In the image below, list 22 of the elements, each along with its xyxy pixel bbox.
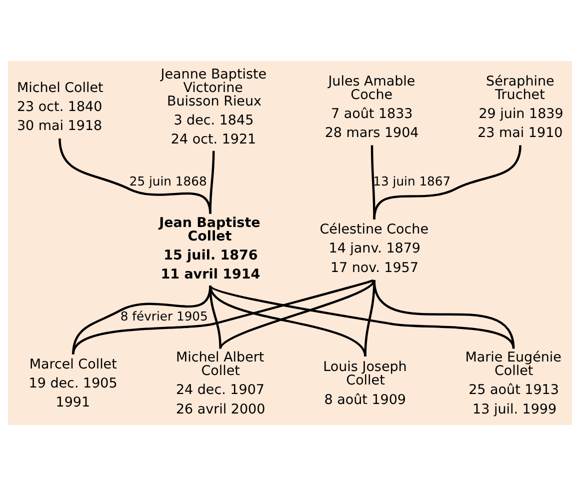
node-text: Séraphine Truchet 29 juin 1839 23 mai 1910 <box>478 72 564 140</box>
connector <box>209 150 215 214</box>
node-text: Jean Baptiste Collet 15 juil. 1876 11 avril 1914 <box>159 214 260 282</box>
node-text: Célestine Coche 14 janv. 1879 17 nov. 1957 <box>320 221 429 276</box>
node-text: Michel Collet 23 oct. 1840 30 mai 1918 <box>17 80 104 134</box>
edge-label: 8 février 1905 <box>120 308 208 323</box>
connector <box>210 284 515 348</box>
node-text: Marie Eugénie Collet 25 août 1913 13 juil. 1999 <box>465 349 562 417</box>
node-text: Michel Albert Collet 24 dec. 1907 26 avril 2000 <box>176 349 266 417</box>
node-text: Jules Amable Coche 7 août 1833 28 mars 1904 <box>324 72 419 140</box>
node-text: Jeanne Baptiste Victorine Buisson Rieux 3 dec. 1845 24 oct. 1921 <box>160 66 267 148</box>
edge-label: 13 juin 1867 <box>373 174 451 188</box>
edge-label: 25 juin 1868 <box>129 174 207 188</box>
connector <box>219 278 376 349</box>
connector <box>209 284 366 356</box>
connector <box>370 144 376 219</box>
node-text: Marcel Collet 19 dec. 1905 1991 <box>28 356 118 410</box>
connector <box>209 285 222 348</box>
connector <box>373 144 522 220</box>
connector <box>373 279 515 348</box>
connector <box>72 278 375 354</box>
node-text: Louis Joseph Collet 8 août 1909 <box>323 358 407 408</box>
